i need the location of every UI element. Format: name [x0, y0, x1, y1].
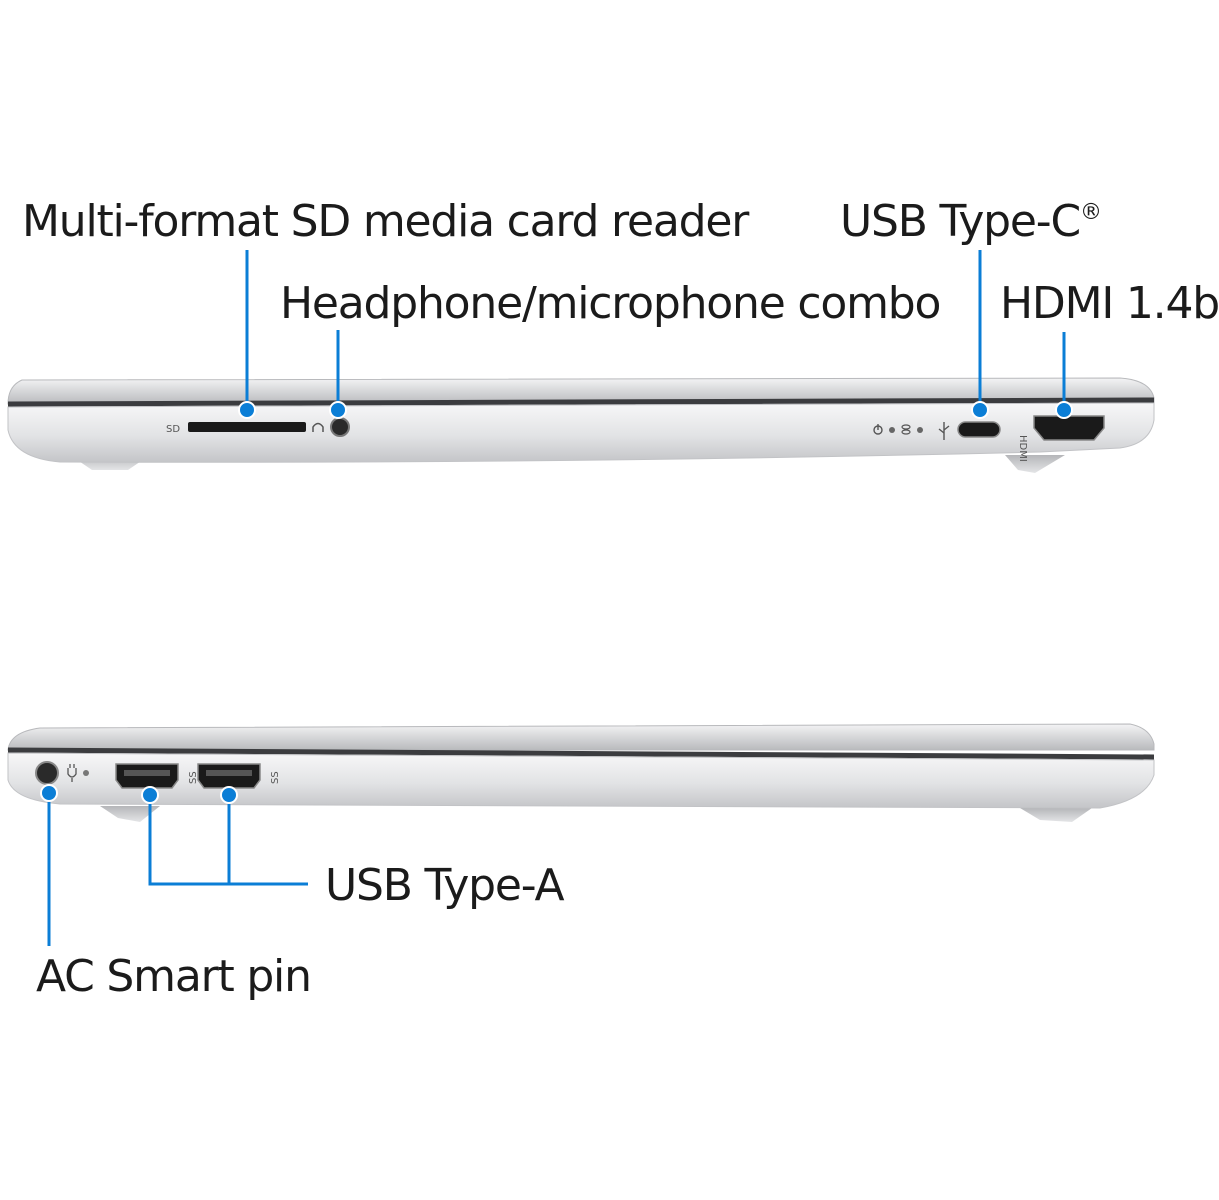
charging-led — [83, 770, 89, 776]
superspeed-icon: SS — [188, 771, 199, 784]
laptop-lid — [7, 723, 1155, 751]
sd-card-slot — [188, 422, 306, 432]
battery-led-icon — [889, 427, 895, 433]
leader-dot-usb-a-1 — [141, 786, 159, 804]
laptop-side-bottom: SS SS — [7, 723, 1155, 822]
power-icon — [873, 424, 883, 435]
hdmi-marking: HDMI — [1017, 435, 1028, 462]
laptop-side-top: SD — [7, 377, 1155, 473]
hdmi-port — [1033, 415, 1105, 441]
leader-dot-hdmi — [1055, 401, 1073, 419]
ac-smart-pin-port — [35, 761, 59, 785]
superspeed-icon: SS — [270, 771, 281, 784]
laptop-base — [7, 402, 1155, 463]
ac-plug-icon — [67, 764, 77, 782]
leader-usb-a — [148, 795, 308, 886]
lid-seam — [7, 747, 1155, 760]
headphone-jack — [330, 417, 350, 437]
callout-sd-reader: Multi-format SD media card reader — [22, 196, 749, 247]
leader-dot-sd — [238, 401, 256, 419]
leader-dot-usb-a-2 — [220, 786, 238, 804]
status-led — [917, 427, 923, 433]
leader-dot-usb-c — [971, 401, 989, 419]
registered-mark: ® — [1079, 200, 1102, 225]
laptop-base — [7, 752, 1155, 809]
usb-a-tongue — [206, 770, 252, 776]
callout-usb-c-text: USB Type-C — [840, 196, 1081, 247]
drive-led-icon — [901, 424, 911, 435]
usb-icon — [938, 422, 950, 440]
callout-usb-c: USB Type-C® — [840, 200, 1102, 244]
headphone-icon — [312, 422, 324, 432]
callout-headphone-combo: Headphone/microphone combo — [280, 278, 941, 329]
laptop-foot — [100, 806, 160, 822]
leader-lines — [40, 250, 1073, 946]
laptop-foot — [1020, 808, 1092, 822]
laptop-foot — [1005, 455, 1065, 473]
usb-a-tongue — [124, 770, 170, 776]
leader-dot-headphone — [329, 401, 347, 419]
callout-hdmi: HDMI 1.4b — [1000, 278, 1219, 329]
usb-c-port — [957, 421, 1001, 438]
lid-seam — [7, 397, 1155, 407]
callout-usb-a: USB Type-A — [325, 860, 565, 911]
leader-dot-ac-pin — [40, 784, 58, 802]
callout-ac-smart-pin: AC Smart pin — [36, 951, 312, 1002]
sd-marking: SD — [166, 424, 180, 435]
